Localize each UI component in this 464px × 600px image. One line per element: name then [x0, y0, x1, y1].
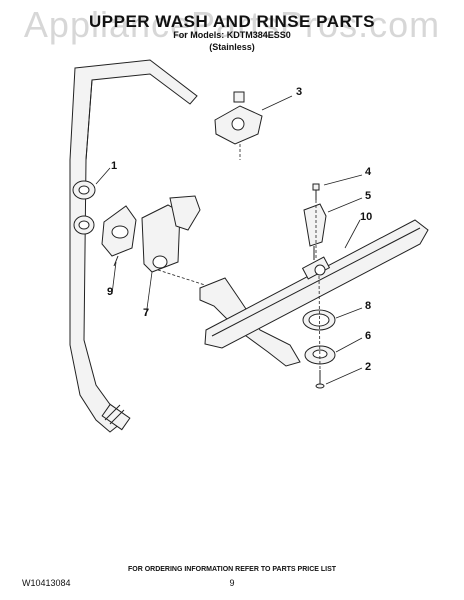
callout-label: 1	[111, 160, 118, 172]
part-4-screw	[312, 183, 320, 200]
callout-label: 3	[296, 86, 303, 98]
page-title: UPPER WASH AND RINSE PARTS	[89, 12, 375, 31]
part-9-manifold	[101, 205, 137, 267]
watermark: AppliancePartsPros.com	[23, 4, 441, 45]
part-10-spray-arm	[204, 219, 429, 349]
callout-label: 10	[360, 211, 373, 223]
supply-tube-part	[69, 59, 198, 433]
part-2-screw	[315, 370, 325, 389]
part-6-nut	[304, 345, 336, 365]
part-7-bracket	[141, 195, 201, 273]
part-3-diverter	[214, 91, 263, 145]
ordering-note: FOR ORDERING INFORMATION REFER TO PARTS …	[127, 566, 337, 573]
callout-label: 4	[365, 166, 372, 178]
callout-label: 8	[365, 300, 372, 312]
callout-label: 2	[365, 361, 372, 373]
callout-label: 5	[365, 190, 372, 202]
model-subtitle: For Models: KDTM384ESS0	[173, 30, 291, 40]
page-number: 9	[229, 578, 235, 588]
document-id: W10413084	[22, 578, 71, 588]
callout-label: 6	[365, 330, 372, 342]
variant-subtitle: (Stainless)	[209, 42, 255, 52]
part-5-clip	[303, 203, 327, 260]
callout-label: 7	[143, 307, 150, 319]
callout-label: 9	[107, 286, 114, 298]
part-8-ring	[302, 309, 336, 331]
